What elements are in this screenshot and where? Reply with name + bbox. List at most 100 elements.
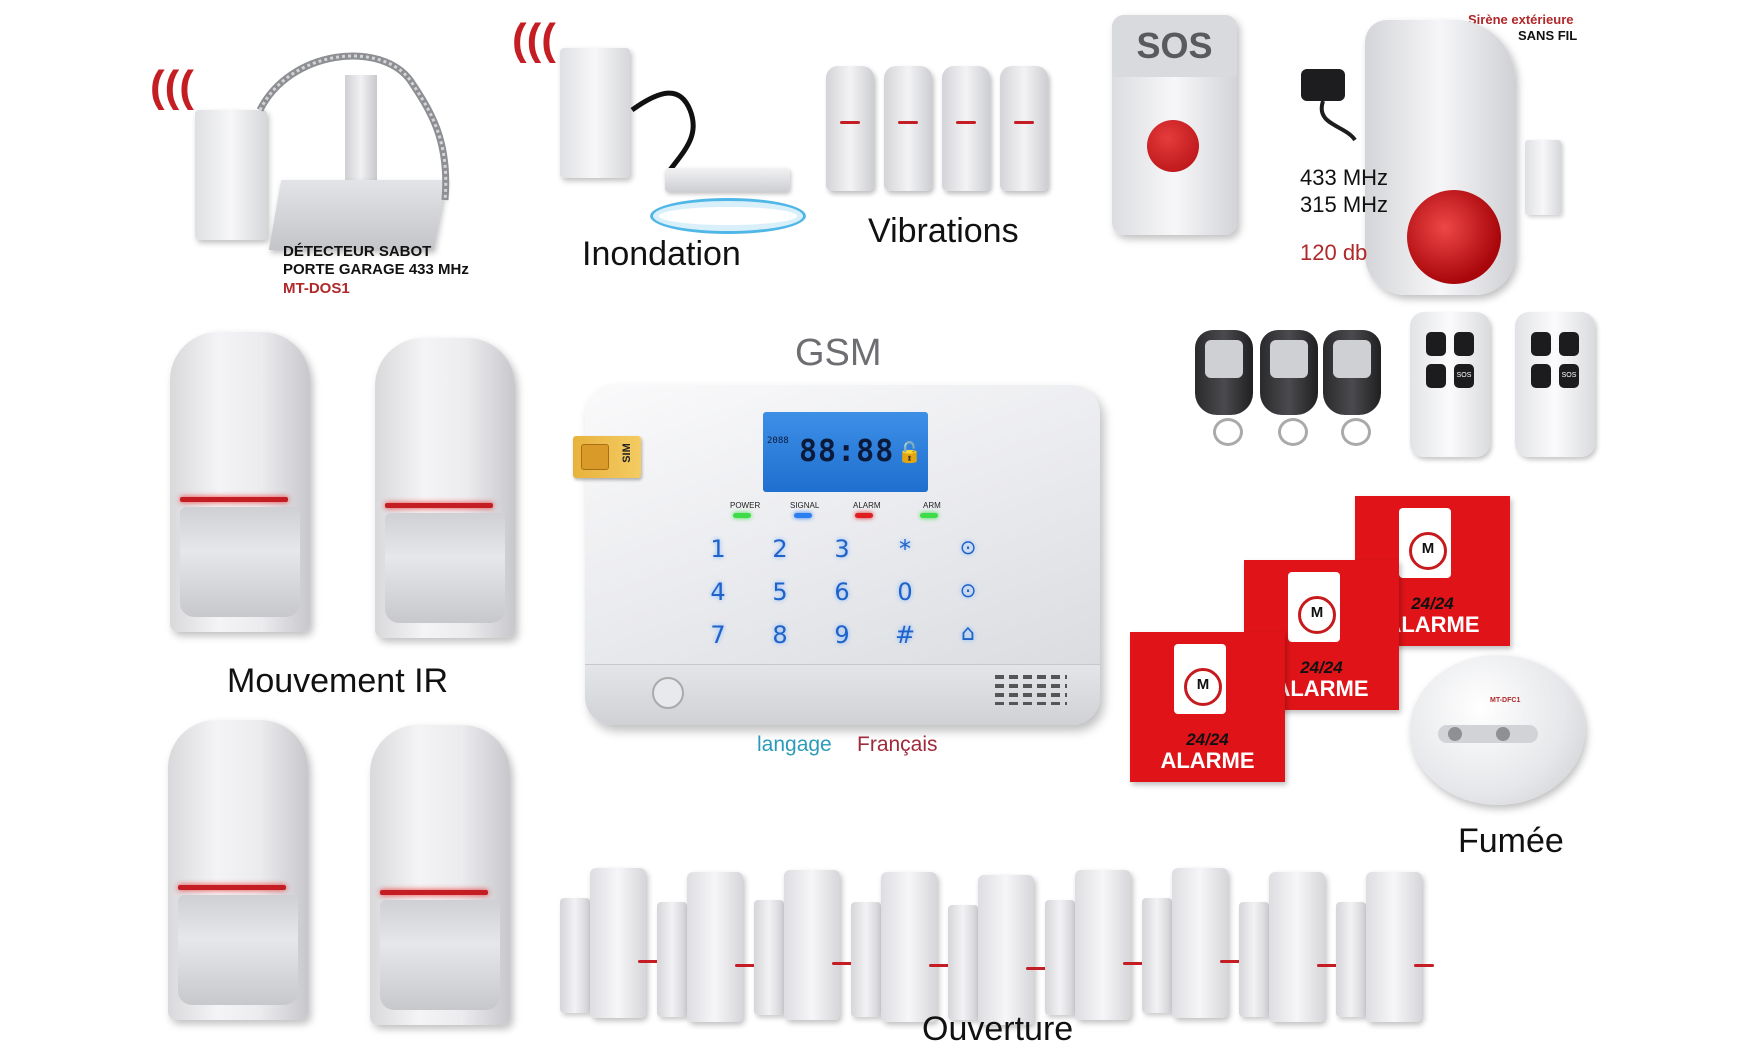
sticker-logo: M xyxy=(1409,532,1447,570)
garage-armored-cable xyxy=(256,52,450,201)
smoke-model-label: MT-DFC1 xyxy=(1490,697,1521,704)
keypad-key-6[interactable]: 6 xyxy=(834,578,850,606)
sos-red-button xyxy=(1147,120,1199,172)
sim-label: SIM xyxy=(621,443,634,463)
keypad-key-2[interactable]: 2 xyxy=(772,535,788,563)
sticker-hours: 24/24 xyxy=(1186,730,1229,749)
garage-label-line1: DÉTECTEUR SABOT xyxy=(283,243,432,260)
garage-sabot-post xyxy=(345,75,377,185)
led-label-power: POWER xyxy=(730,501,761,510)
wireless-signal-icon: ((( xyxy=(512,15,556,64)
keypad-key-5[interactable]: 5 xyxy=(772,578,788,606)
siren-antenna-sensor xyxy=(1525,140,1561,215)
keypad-key-1[interactable]: 1 xyxy=(710,535,726,563)
lcd-lock-icon: 🔓 xyxy=(897,440,922,464)
sticker-logo: M xyxy=(1298,596,1336,634)
power-adapter-icon xyxy=(1301,69,1357,142)
keypad-arm-icon[interactable]: ⊙ xyxy=(959,535,977,559)
motion-sensor xyxy=(370,725,510,1025)
keypad-key-star[interactable]: * xyxy=(899,535,911,563)
door-contact xyxy=(1239,872,1337,1022)
led-arm xyxy=(920,513,938,518)
sticker-logo: M xyxy=(1184,668,1222,706)
door-contact xyxy=(1336,872,1434,1022)
sticker-hours: 24/24 xyxy=(1300,658,1343,677)
sticker-word: ALARME xyxy=(1274,676,1369,701)
led-alarm xyxy=(855,513,873,518)
speaker-grille-icon xyxy=(995,675,1067,705)
keypad-key-7[interactable]: 7 xyxy=(710,621,726,649)
vibration-label: Vibrations xyxy=(868,212,1019,250)
keyfob-remote xyxy=(1260,330,1318,446)
siren-volume: 120 db xyxy=(1300,240,1368,265)
motion-sensor xyxy=(168,720,308,1020)
lcd-digits: 88:88 xyxy=(799,434,895,469)
motion-sensor xyxy=(375,338,515,638)
keypad-key-4[interactable]: 4 xyxy=(710,578,726,606)
vibration-sensor xyxy=(942,66,990,191)
wireless-signal-icon: ((( xyxy=(150,62,194,111)
keyfob-remote xyxy=(1323,330,1381,446)
keypad-disarm-icon[interactable]: ⊙ xyxy=(959,578,977,602)
led-label-signal: SIGNAL xyxy=(790,501,820,510)
motion-label: Mouvement IR xyxy=(227,662,449,700)
led-power xyxy=(733,513,751,518)
panel-bottom-strip xyxy=(585,664,1100,725)
garage-door-sensor-unit xyxy=(195,110,267,240)
sos-label: SOS xyxy=(1136,25,1213,66)
language-value: Français xyxy=(857,733,938,756)
door-contact xyxy=(560,868,658,1018)
siren-frequency-1: 433 MHz xyxy=(1300,165,1389,190)
sim-card-icon: SIM xyxy=(573,436,641,478)
white-remote: SOS xyxy=(1515,312,1595,457)
siren-title-line2: SANS FIL xyxy=(1518,28,1578,43)
siren-frequency-2: 315 MHz xyxy=(1300,192,1389,217)
keypad-key-9[interactable]: 9 xyxy=(834,621,850,649)
garage-label-line2: PORTE GARAGE 433 MHz xyxy=(283,261,469,278)
siren-lamp xyxy=(1407,190,1501,284)
flood-sensor-unit xyxy=(560,48,630,178)
outdoor-siren xyxy=(1365,20,1515,295)
remote-sos-key: SOS xyxy=(1454,364,1474,388)
flood-label: Inondation xyxy=(582,235,741,273)
smoke-detector: MT-DFC1 xyxy=(1410,655,1585,805)
vibration-sensor xyxy=(884,66,932,191)
vibration-sensor xyxy=(1000,66,1048,191)
keyfob-remote xyxy=(1195,330,1253,446)
led-label-alarm: ALARM xyxy=(853,501,881,510)
sticker-word: ALARME xyxy=(1385,612,1480,637)
vibration-sensor xyxy=(826,66,874,191)
keypad-key-0[interactable]: 0 xyxy=(897,578,913,606)
smoke-label: Fumée xyxy=(1458,822,1564,860)
gsm-alarm-panel: 2088 88:88 🔓 POWER SIGNAL ALARM ARM 1 2 … xyxy=(585,385,1100,725)
panel-lcd-display: 2088 88:88 🔓 xyxy=(763,412,928,492)
keypad-home-icon[interactable]: ⌂ xyxy=(961,621,975,646)
door-contact xyxy=(754,870,852,1020)
led-signal xyxy=(794,513,812,518)
sos-panic-button: SOS xyxy=(1112,15,1237,235)
motion-sensor xyxy=(170,332,310,632)
keypad-key-hash[interactable]: # xyxy=(894,621,916,649)
door-contact xyxy=(657,872,755,1022)
keypad-key-8[interactable]: 8 xyxy=(772,621,788,649)
led-label-arm: ARM xyxy=(923,501,941,510)
remote-sos-key: SOS xyxy=(1559,364,1579,388)
alarm-sticker: M 24/24 ALARME xyxy=(1130,632,1285,782)
sticker-hours: 24/24 xyxy=(1411,594,1454,613)
language-label: langage xyxy=(757,733,832,756)
opening-label: Ouverture xyxy=(922,1010,1074,1048)
flood-sensor-cable xyxy=(630,90,696,172)
water-ripple xyxy=(650,198,806,234)
siren-title-line1: Sirène extérieure xyxy=(1468,12,1574,27)
keypad-key-3[interactable]: 3 xyxy=(834,535,850,563)
flood-probe xyxy=(665,168,790,192)
white-remote: SOS xyxy=(1410,312,1490,457)
lcd-small-readout: 2088 xyxy=(767,436,789,446)
door-contact xyxy=(851,872,949,1022)
door-contact xyxy=(1142,868,1240,1018)
sticker-word: ALARME xyxy=(1160,748,1255,773)
door-contact xyxy=(1045,870,1143,1020)
garage-model-label: MT-DOS1 xyxy=(283,280,350,297)
door-contact xyxy=(948,875,1046,1025)
panel-round-button xyxy=(652,677,684,709)
